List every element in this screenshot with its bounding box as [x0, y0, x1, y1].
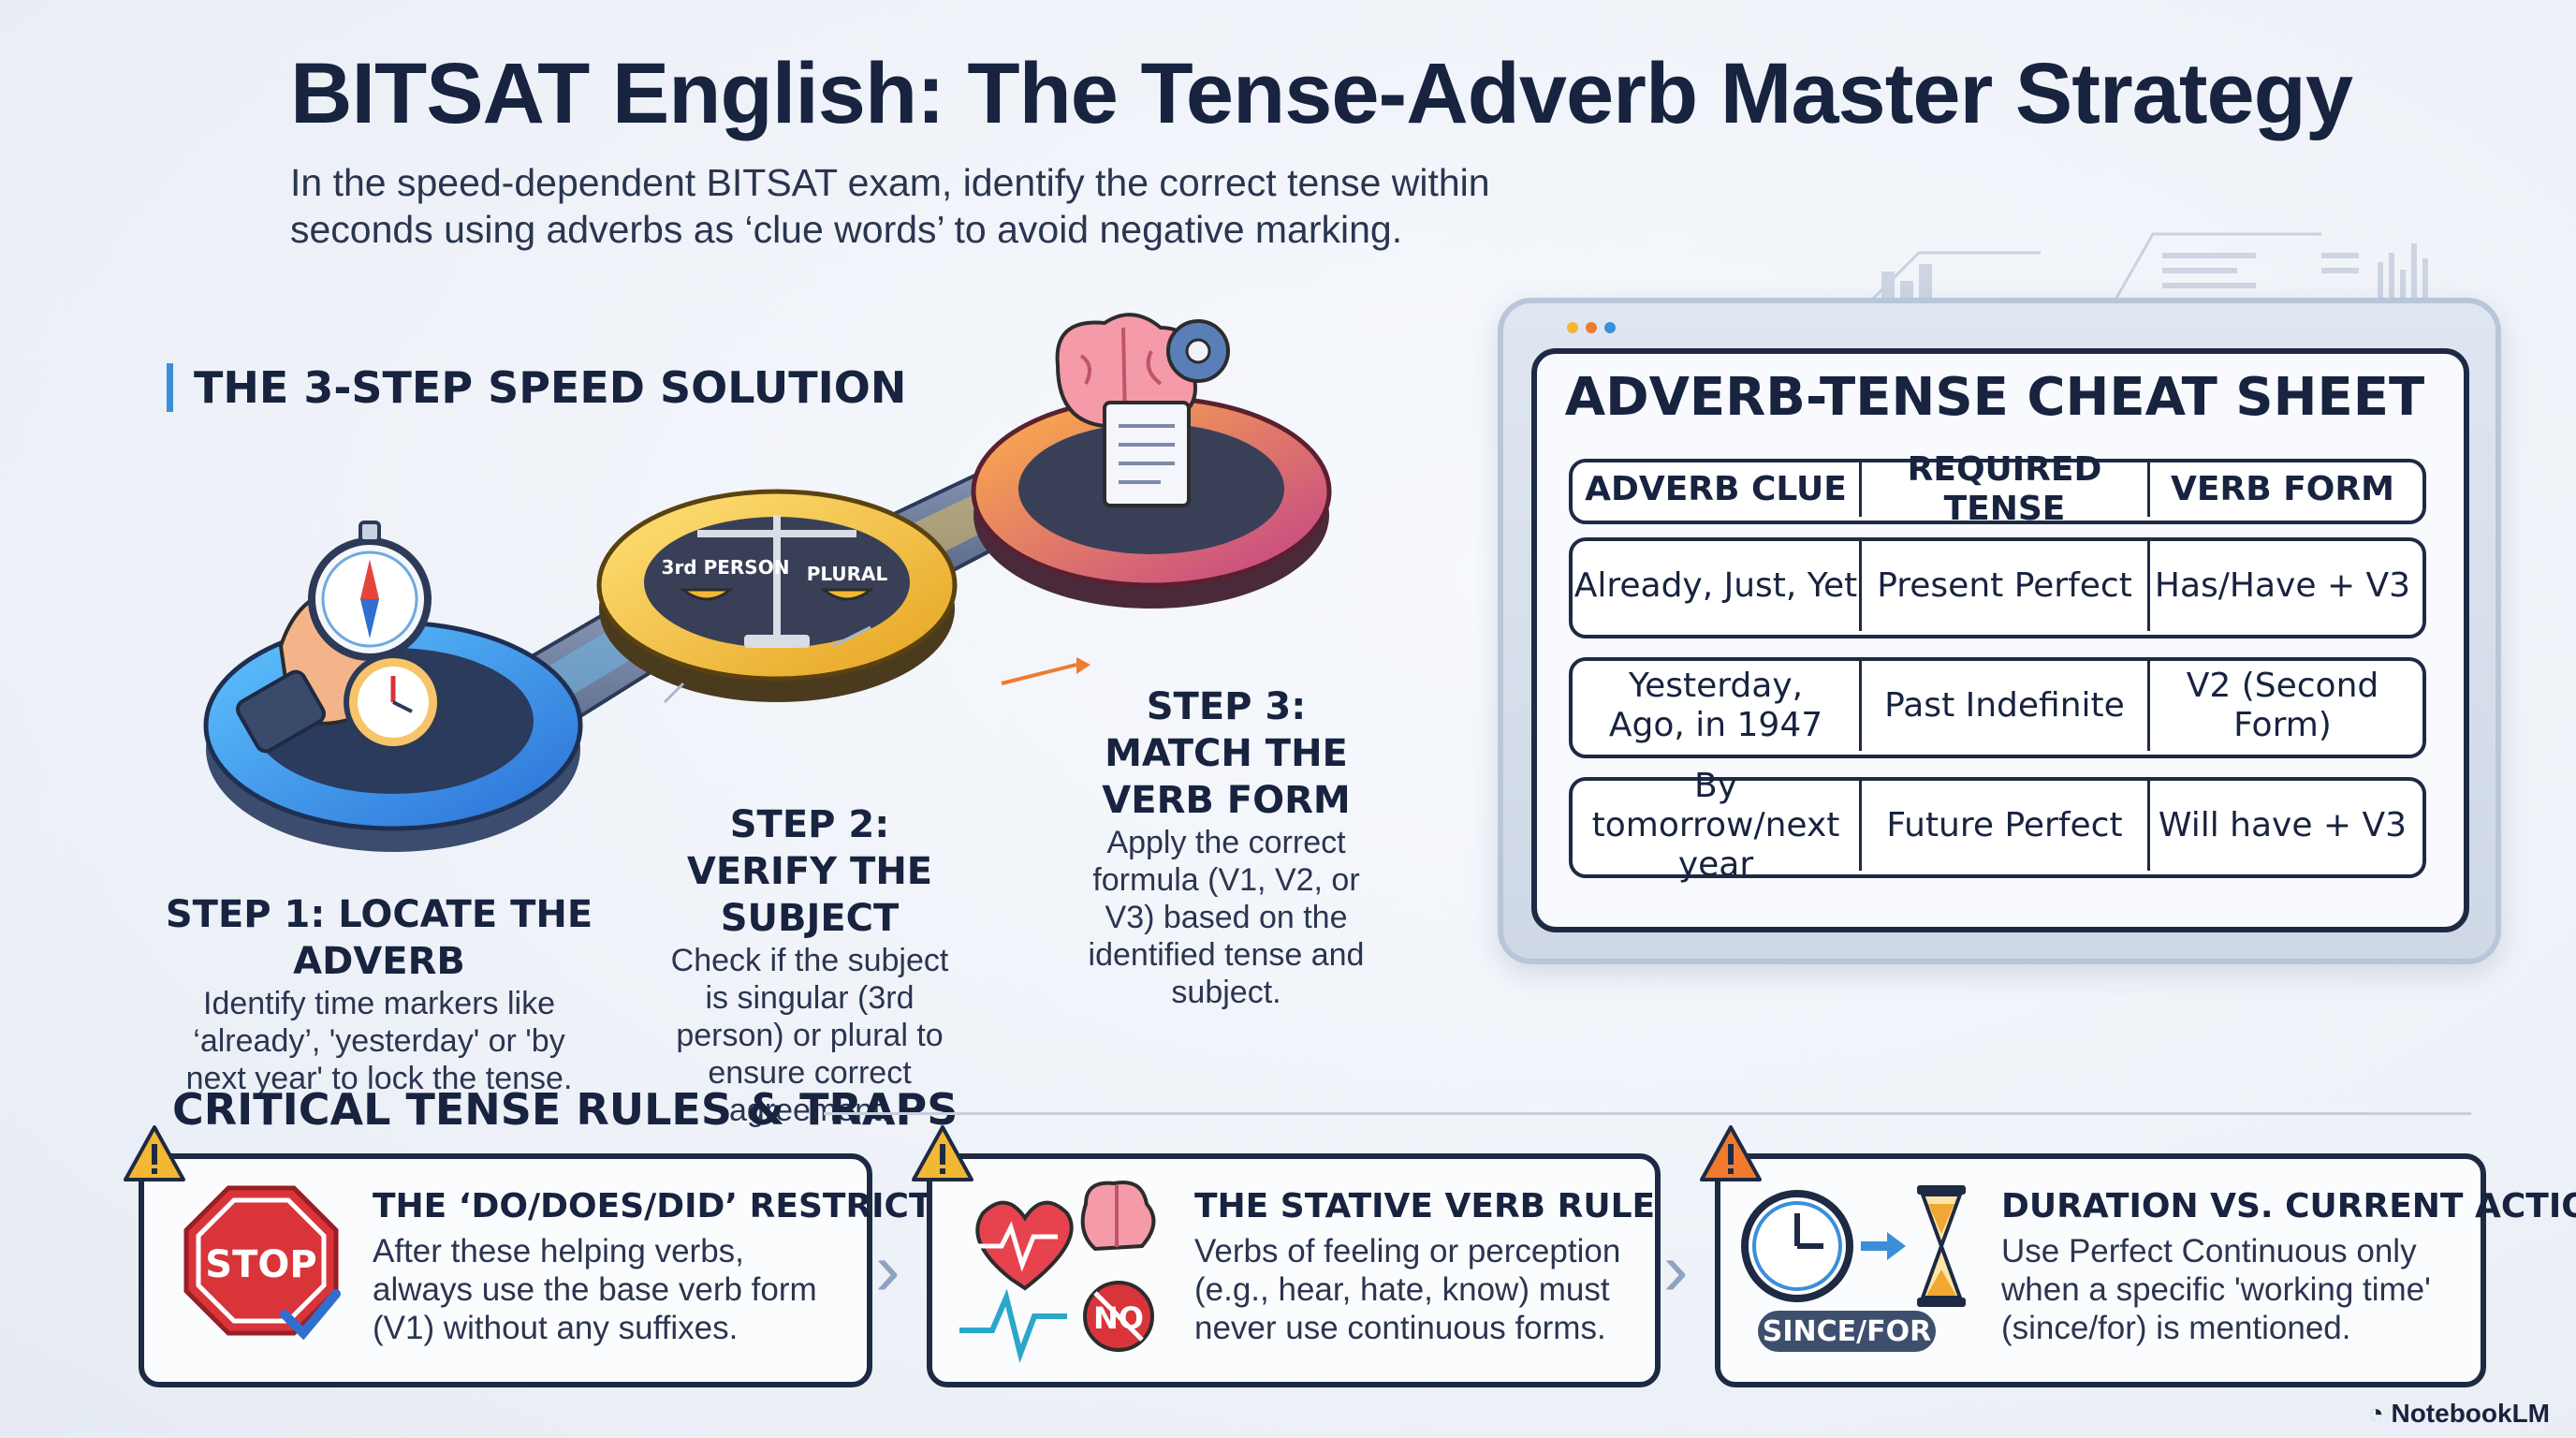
rule-3-title: DURATION VS. CURRENT ACTION	[2001, 1187, 2576, 1225]
steps-section-heading: THE 3-STEP SPEED SOLUTION	[167, 363, 906, 412]
rule-3-desc: Use Perfect Continuous only when a speci…	[2001, 1233, 2431, 1346]
cheat-header-row	[1569, 459, 2426, 524]
rules-divider	[824, 1112, 2471, 1115]
rule-2-title: THE STATIVE VERB RULE	[1194, 1187, 1656, 1225]
rule-1-desc: After these helping verbs, always use th…	[373, 1233, 817, 1346]
decorative-tech-lines	[1769, 232, 2428, 301]
page-subtitle: In the speed-dependent BITSAT exam, iden…	[290, 161, 1490, 251]
stop-sign-icon: STOP	[183, 1185, 341, 1341]
scale-label-left: 3rd PERSON	[662, 556, 790, 579]
warning-icon	[912, 1125, 973, 1181]
notebooklm-icon: ◔	[2367, 1399, 2384, 1428]
brand-name: NotebookLM	[2391, 1399, 2550, 1428]
cheat-sheet-title: ADVERB-TENSE CHEAT SHEET	[1564, 367, 2425, 428]
rules-section-heading: CRITICAL TENSE RULES & TRAPS	[172, 1084, 959, 1135]
step-1-desc: Identify time markers like ‘already’, 'y…	[185, 986, 573, 1096]
cheat-header-verb: VERB FORM	[2171, 470, 2394, 508]
cheat-cell: V2 (Second Form)	[2186, 667, 2379, 744]
heart-brain-no-icon: NO	[959, 1181, 1156, 1363]
step-3-title: STEP 3: MATCH THE VERB FORM	[1102, 685, 1351, 822]
cheat-cell: Yesterday, Ago, in 1947	[1608, 667, 1823, 744]
warning-icon	[1700, 1125, 1762, 1181]
rule-1-title: THE ‘DO/DOES/DID’ RESTRICTION	[373, 1187, 1002, 1225]
since-for-badge: SINCE/FOR	[1758, 1311, 1936, 1352]
rule-card-3: SINCE/FOR DURATION VS. CURRENT ACTION Us…	[1715, 1153, 2576, 1387]
step-1-title: STEP 1: LOCATE THE ADVERB	[165, 893, 593, 983]
rule-2-desc: Verbs of feeling or perception (e.g., he…	[1194, 1233, 1621, 1346]
step-2: STEP 2: VERIFY THE SUBJECT Check if the …	[655, 801, 964, 1129]
warning-icon	[124, 1125, 185, 1181]
cheat-cell: Has/Have + V3	[2154, 566, 2411, 605]
step-3-desc: Apply the correct formula (V1, V2, or V3…	[1088, 825, 1365, 1010]
cheat-row	[1569, 657, 2426, 758]
step-2-title: STEP 2: VERIFY THE SUBJECT	[686, 803, 933, 940]
no-sign-text: NO	[1093, 1300, 1144, 1336]
cheat-cell: Already, Just, Yet	[1573, 566, 1858, 605]
step-3: STEP 3: MATCH THE VERB FORM Apply the co…	[1067, 683, 1385, 1011]
window-dots-icon	[1567, 322, 1616, 333]
brand-logo: ◔ NotebookLM	[2368, 1399, 2550, 1429]
scale-label-right: PLURAL	[807, 563, 888, 585]
cheat-header-adverb: ADVERB CLUE	[1585, 470, 1847, 508]
page-title: BITSAT English: The Tense-Adverb Master …	[290, 46, 2353, 141]
cheat-cell: Past Indefinite	[1884, 686, 2125, 725]
chevron-right-icon: ›	[1663, 1227, 1689, 1311]
cheat-cell: Will have + V3	[2158, 806, 2408, 844]
chevron-right-icon: ›	[875, 1227, 900, 1311]
cheat-cell: Future Perfect	[1886, 806, 2123, 844]
cheat-row	[1569, 777, 2426, 878]
stop-sign-text: STOP	[205, 1243, 316, 1286]
rule-card-1: STOP THE ‘DO/DOES/DID’ RESTRICTION After…	[139, 1153, 1002, 1387]
clock-hourglass-icon	[1741, 1185, 1966, 1307]
step-2-desc: Check if the subject is singular (3rd pe…	[670, 943, 949, 1128]
cheat-row	[1569, 537, 2426, 638]
step-1: STEP 1: LOCATE THE ADVERB Identify time …	[140, 891, 618, 1097]
cheat-cell: By tomorrow/next year	[1591, 767, 1840, 884]
rule-card-2: NO THE STATIVE VERB RULE Verbs of feelin…	[927, 1153, 1661, 1387]
cheat-cell: Present Perfect	[1877, 566, 2132, 605]
cheat-header-tense: REQUIRED TENSE	[1907, 450, 2102, 528]
steps-platform-illustration: 3rd PERSON PLURAL	[203, 313, 1332, 852]
